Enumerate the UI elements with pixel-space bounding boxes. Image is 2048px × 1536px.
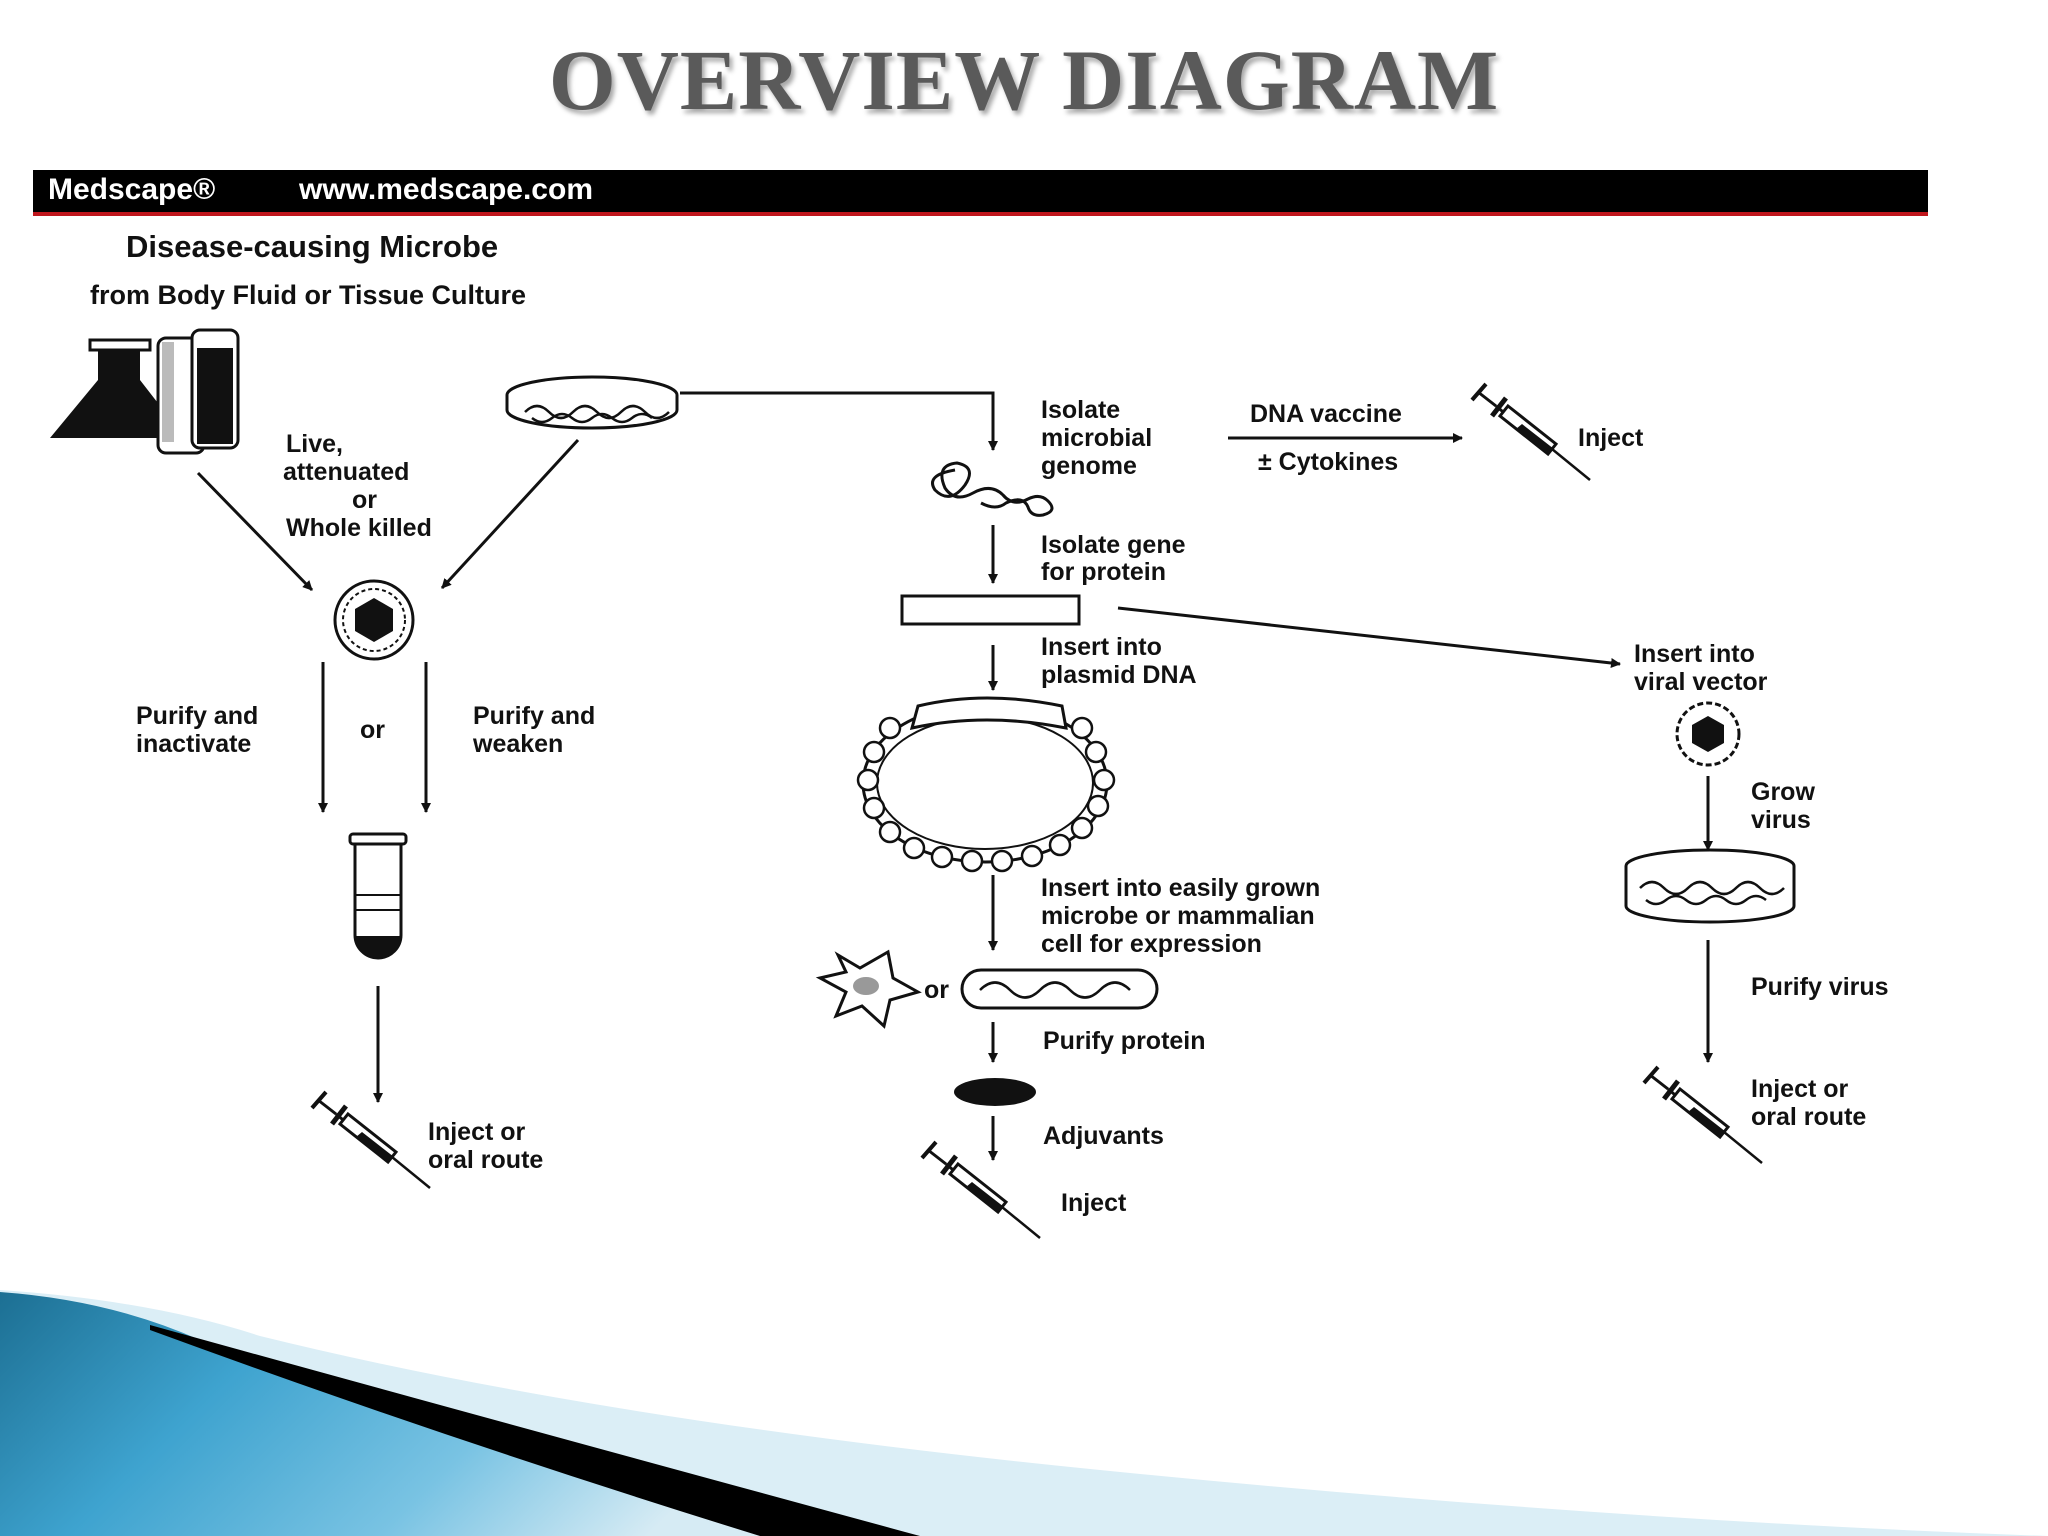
source-subtitle: from Body Fluid or Tissue Culture bbox=[90, 280, 526, 310]
protein-icon bbox=[954, 1078, 1036, 1106]
svg-text:Grow: Grow bbox=[1751, 778, 1815, 806]
svg-text:or: or bbox=[352, 486, 377, 514]
mammalian-cell-icon bbox=[815, 949, 922, 1029]
svg-text:Insert into: Insert into bbox=[1634, 640, 1755, 668]
svg-text:viral vector: viral vector bbox=[1634, 668, 1768, 696]
svg-text:attenuated: attenuated bbox=[283, 458, 409, 486]
isolate-genome-label: Isolate microbial genome bbox=[1041, 396, 1152, 480]
lab-glassware-icon bbox=[50, 328, 240, 455]
svg-text:for protein: for protein bbox=[1041, 558, 1166, 586]
inject-oral-label-left: Inject or oral route bbox=[428, 1118, 543, 1174]
live-killed-label: Live, attenuated or Whole killed bbox=[283, 430, 432, 542]
grow-virus-label: Grow virus bbox=[1751, 778, 1815, 834]
adjuvants-label: Adjuvants bbox=[1043, 1122, 1164, 1150]
svg-text:virus: virus bbox=[1751, 806, 1811, 834]
test-tube-icon bbox=[348, 832, 408, 960]
insert-plasmid-label: Insert into plasmid DNA bbox=[1041, 633, 1197, 689]
inject-top-label: Inject bbox=[1578, 424, 1644, 452]
microbe-icon bbox=[333, 579, 415, 661]
svg-text:genome: genome bbox=[1041, 452, 1137, 480]
plasmid-icon bbox=[856, 696, 1116, 873]
banner-url: www.medscape.com bbox=[298, 173, 593, 206]
virus-icon bbox=[1675, 701, 1741, 767]
insert-microbe-label: Insert into easily grown microbe or mamm… bbox=[1041, 874, 1320, 958]
cytokines-label: ± Cytokines bbox=[1258, 448, 1398, 476]
syringe-icon bbox=[1644, 1067, 1762, 1163]
svg-text:microbe or mammalian: microbe or mammalian bbox=[1041, 902, 1315, 930]
isolate-gene-label: Isolate gene for protein bbox=[1041, 531, 1186, 586]
syringe-icon bbox=[312, 1092, 430, 1188]
svg-text:Isolate: Isolate bbox=[1041, 396, 1120, 424]
gene-segment-box bbox=[900, 594, 1081, 626]
petri-dish-icon bbox=[1624, 848, 1796, 924]
petri-dish-icon bbox=[505, 375, 679, 430]
svg-text:Insert into: Insert into bbox=[1041, 633, 1162, 661]
medscape-banner: Medscape® www.medscape.com bbox=[33, 170, 1928, 216]
slide-title: OVERVIEW DIAGRAM bbox=[548, 32, 1500, 128]
banner-brand: Medscape® bbox=[48, 173, 215, 206]
svg-text:Inject or: Inject or bbox=[1751, 1075, 1849, 1103]
purify-virus-label: Purify virus bbox=[1751, 973, 1889, 1001]
syringe-icon bbox=[1472, 384, 1590, 480]
svg-text:oral route: oral route bbox=[1751, 1103, 1866, 1131]
svg-text:plasmid DNA: plasmid DNA bbox=[1041, 661, 1197, 689]
svg-text:weaken: weaken bbox=[472, 730, 563, 758]
svg-text:cell for expression: cell for expression bbox=[1041, 930, 1262, 958]
source-title: Disease-causing Microbe bbox=[126, 229, 498, 264]
purify-protein-label: Purify protein bbox=[1043, 1027, 1206, 1055]
inject-bottom-label: Inject bbox=[1061, 1189, 1127, 1217]
svg-text:Whole killed: Whole killed bbox=[286, 514, 432, 542]
syringe-icon bbox=[922, 1142, 1040, 1238]
or-label: or bbox=[360, 716, 385, 744]
svg-text:microbial: microbial bbox=[1041, 424, 1152, 452]
svg-text:Insert into easily grown: Insert into easily grown bbox=[1041, 874, 1320, 902]
svg-text:Live,: Live, bbox=[286, 430, 343, 458]
svg-text:inactivate: inactivate bbox=[136, 730, 251, 758]
svg-text:Purify and: Purify and bbox=[136, 702, 258, 730]
purify-weaken-label: Purify and weaken bbox=[472, 702, 595, 758]
svg-text:Purify and: Purify and bbox=[473, 702, 595, 730]
insert-viral-label: Insert into viral vector bbox=[1634, 640, 1768, 696]
genome-icon bbox=[931, 461, 1054, 517]
bacterium-icon bbox=[960, 968, 1159, 1010]
or-label: or bbox=[924, 976, 949, 1004]
dna-vaccine-label: DNA vaccine bbox=[1250, 400, 1402, 428]
purify-inactivate-label: Purify and inactivate bbox=[136, 702, 258, 758]
svg-text:Isolate gene: Isolate gene bbox=[1041, 531, 1186, 559]
svg-text:oral route: oral route bbox=[428, 1146, 543, 1174]
slide-swoosh-decoration bbox=[0, 1290, 2048, 1536]
svg-text:Inject or: Inject or bbox=[428, 1118, 526, 1146]
inject-oral-label-right: Inject or oral route bbox=[1751, 1075, 1866, 1131]
